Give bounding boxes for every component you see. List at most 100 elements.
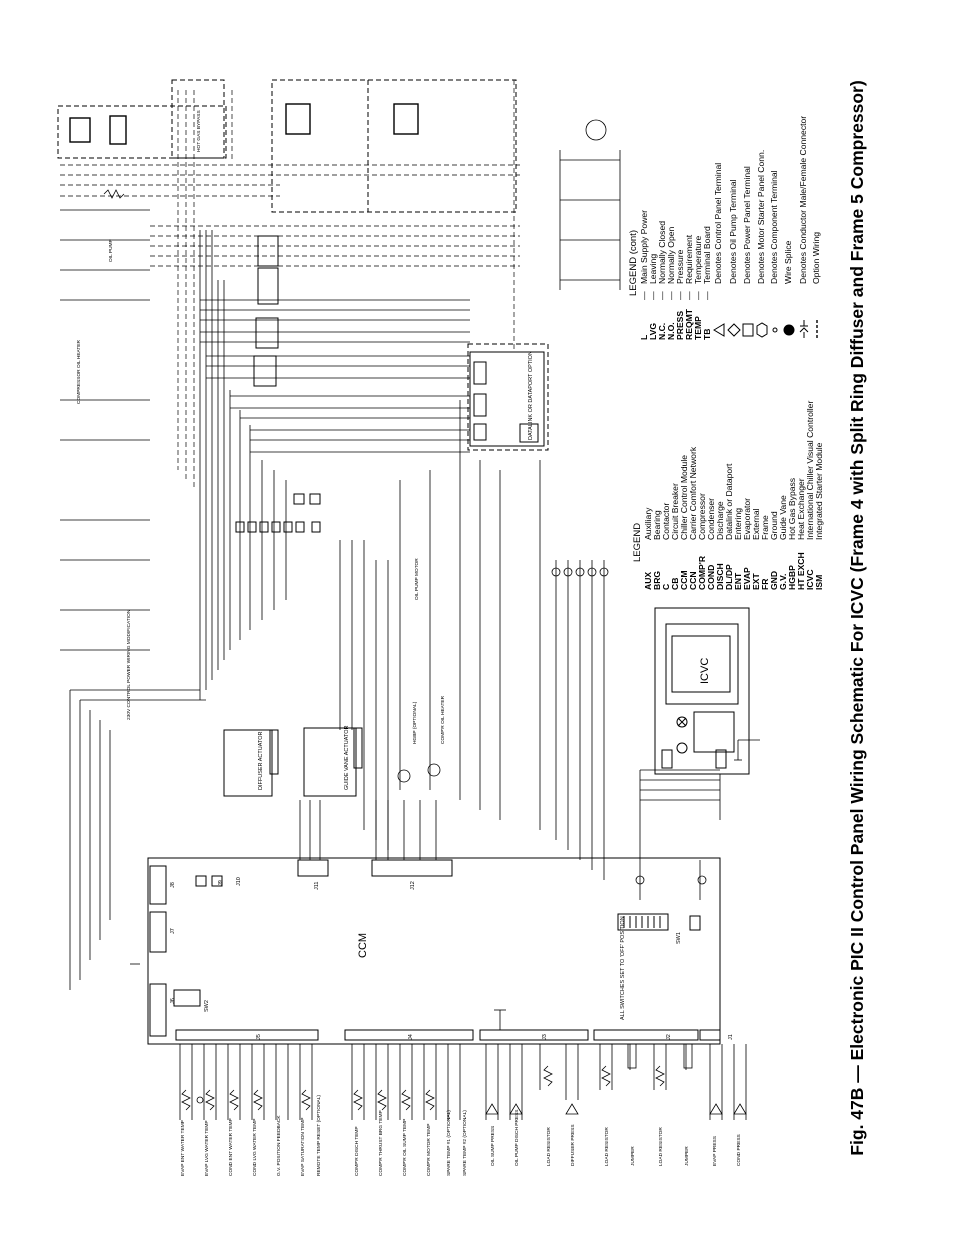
datalink-label: DATALINK OR DATAPORT OPTION bbox=[528, 351, 534, 440]
connector-j9: J9 bbox=[218, 880, 224, 886]
legend-abbr: HT EXCH bbox=[796, 552, 806, 590]
legend-symbol-desc: Denotes Conductor Male/Female Connector bbox=[798, 116, 808, 284]
thermistors bbox=[103, 189, 665, 1111]
legend-desc: Compressor bbox=[697, 493, 707, 540]
legend-desc: Evaporator bbox=[742, 498, 752, 540]
sw2-label: SW2 bbox=[204, 1000, 210, 1012]
legend-desc: Chiller Control Module bbox=[679, 455, 689, 540]
icvc-panel bbox=[654, 607, 750, 775]
schematic-labels: CCM ICVC DATALINK OR DATAPORT OPTION DIF… bbox=[76, 110, 742, 1176]
sensor-label: EVAP SATURATION TEMP bbox=[300, 1118, 306, 1176]
legend-symbol-desc: Denotes Control Panel Terminal bbox=[713, 163, 723, 284]
legend-abbr: TB bbox=[702, 329, 712, 340]
sensor-label: REMOTE TEMP RESET (OPTIONAL) bbox=[316, 1095, 322, 1176]
transformers bbox=[253, 235, 321, 505]
legend-title: LEGEND bbox=[632, 523, 643, 562]
legend-symbol-desc: Denotes Power Panel Terminal bbox=[742, 166, 752, 284]
sensor-label: OIL PUMP DISCH PRESS bbox=[514, 1109, 520, 1166]
legend-abbr: REQMT bbox=[684, 308, 694, 340]
legend-abbr: FR bbox=[760, 578, 770, 590]
legend-symbol-desc: Wire Splice bbox=[783, 240, 793, 284]
oil-pump-label: OIL PUMP bbox=[108, 239, 114, 262]
legend-desc: Carrier Comfort Network bbox=[688, 446, 698, 540]
diffuser-actuator-label: DIFFUSER ACTUATOR bbox=[258, 732, 264, 790]
legend-abbr: AUX bbox=[643, 572, 653, 590]
legend-desc: Ground bbox=[769, 511, 779, 540]
sensor-label: LOAD RESISTOR bbox=[658, 1127, 664, 1166]
ground-symbols bbox=[130, 740, 742, 1030]
sensor-label: COMP'R OIL SUMP TEMP bbox=[402, 1119, 408, 1176]
sensor-label: LOAD RESISTOR bbox=[546, 1127, 552, 1166]
terminal-strip bbox=[235, 521, 321, 533]
filled-dot-icon bbox=[783, 324, 795, 336]
sensor-label: COMP'R DISCH TEMP bbox=[354, 1126, 360, 1176]
connector-j11: J11 bbox=[314, 882, 320, 890]
legend-desc: Auxiliary bbox=[643, 507, 653, 540]
legend-dash: — bbox=[648, 291, 658, 300]
legend-desc: Terminal Board bbox=[702, 226, 712, 284]
legend-abbr: LVG bbox=[648, 323, 658, 340]
legend-dash: — bbox=[657, 291, 667, 300]
legend-abbr: L bbox=[639, 335, 649, 340]
open-circle-icon bbox=[772, 327, 778, 333]
legend-abbr: EVAP bbox=[742, 567, 752, 590]
legend-abbr: CB bbox=[670, 578, 680, 590]
sensor-label: JUMPER bbox=[630, 1146, 636, 1166]
male-female-connector-icon bbox=[799, 320, 809, 338]
sensor-leads bbox=[179, 1043, 747, 1120]
connector-j4: J4 bbox=[408, 1034, 414, 1040]
connector-j1: J1 bbox=[728, 1034, 734, 1040]
legend-symbol-desc: Denotes Oil Pump Terminal bbox=[728, 179, 738, 284]
sw1-label: SW1 bbox=[676, 932, 682, 944]
oil-pump-motor-label: OIL PUMP MOTOR bbox=[414, 558, 420, 600]
legend-desc: Discharge bbox=[715, 501, 725, 540]
legend-dash: — bbox=[666, 291, 676, 300]
legend-abbr: ICVC bbox=[805, 569, 815, 590]
sensor-label: EVAP ENT WATER TEMP bbox=[180, 1120, 186, 1176]
legend-abbr: EXT bbox=[751, 573, 761, 590]
square-icon bbox=[742, 323, 754, 337]
sensor-label: SPARE TEMP #1 (OPTIONAL) bbox=[446, 1110, 452, 1176]
guide-vane-actuator-label: GUIDE VANE ACTUATOR bbox=[344, 725, 350, 790]
sensor-label: COND ENT WATER TEMP bbox=[228, 1118, 234, 1176]
ccm-board bbox=[147, 857, 721, 1045]
connector-j8: J8 bbox=[170, 882, 176, 888]
main-wiring bbox=[60, 150, 760, 990]
legend-desc: Integrated Starter Module bbox=[814, 442, 824, 540]
connector-j6: J6 bbox=[170, 998, 176, 1004]
legend-abbr: HGBP bbox=[787, 565, 797, 590]
legend-abbr: COMP'R bbox=[697, 555, 707, 590]
legend-desc: Normally Closed bbox=[657, 221, 667, 284]
legend-abbr: DISCH bbox=[715, 563, 725, 590]
sensor-label: SPARE TEMP #2 (OPTIONAL) bbox=[462, 1110, 468, 1176]
legend-desc: Datalink or Dataport bbox=[724, 463, 734, 540]
oil-heater-label: COMPRESSOR OIL HEATER bbox=[76, 339, 82, 404]
sensor-label: EVAP PRESS bbox=[712, 1136, 718, 1166]
legend-symbol-desc: Denotes Component Terminal bbox=[769, 170, 779, 284]
option-boxes bbox=[57, 79, 549, 451]
component-circles bbox=[196, 119, 707, 1104]
legend-desc: Contactor bbox=[661, 503, 671, 540]
legend-dash: — bbox=[639, 291, 649, 300]
legend-desc: External bbox=[751, 508, 761, 540]
legend-abbr: CCM bbox=[679, 570, 689, 590]
legend-desc: Entering bbox=[733, 508, 743, 540]
legend-abbr: C bbox=[661, 584, 671, 590]
legend-abbr: G.V. bbox=[778, 574, 788, 590]
legend-abbr: N.O. bbox=[666, 322, 676, 340]
icvc-label: ICVC bbox=[699, 658, 711, 684]
connector-j10: J10 bbox=[236, 877, 242, 886]
legend-desc: Pressure bbox=[675, 249, 685, 284]
legend-desc: Temperature bbox=[693, 236, 703, 284]
connector-j7: J7 bbox=[170, 928, 176, 934]
legend-abbr: N.C. bbox=[657, 323, 667, 340]
sensor-label: COMP'R THRUST BRG TEMP bbox=[378, 1110, 384, 1176]
legend-desc: Normally Open bbox=[666, 226, 676, 284]
option-wiring bbox=[60, 80, 520, 490]
sensor-label: JUMPER bbox=[684, 1146, 690, 1166]
connector-j12: J12 bbox=[410, 881, 416, 890]
legend-symbol-desc: Denotes Motor Starter Panel Conn. bbox=[756, 150, 766, 284]
triangle-icon bbox=[713, 323, 725, 337]
legend-abbr: GND bbox=[769, 571, 779, 590]
switch-note: ALL SWITCHES SET TO 'OFF' POSITION bbox=[620, 916, 626, 1020]
